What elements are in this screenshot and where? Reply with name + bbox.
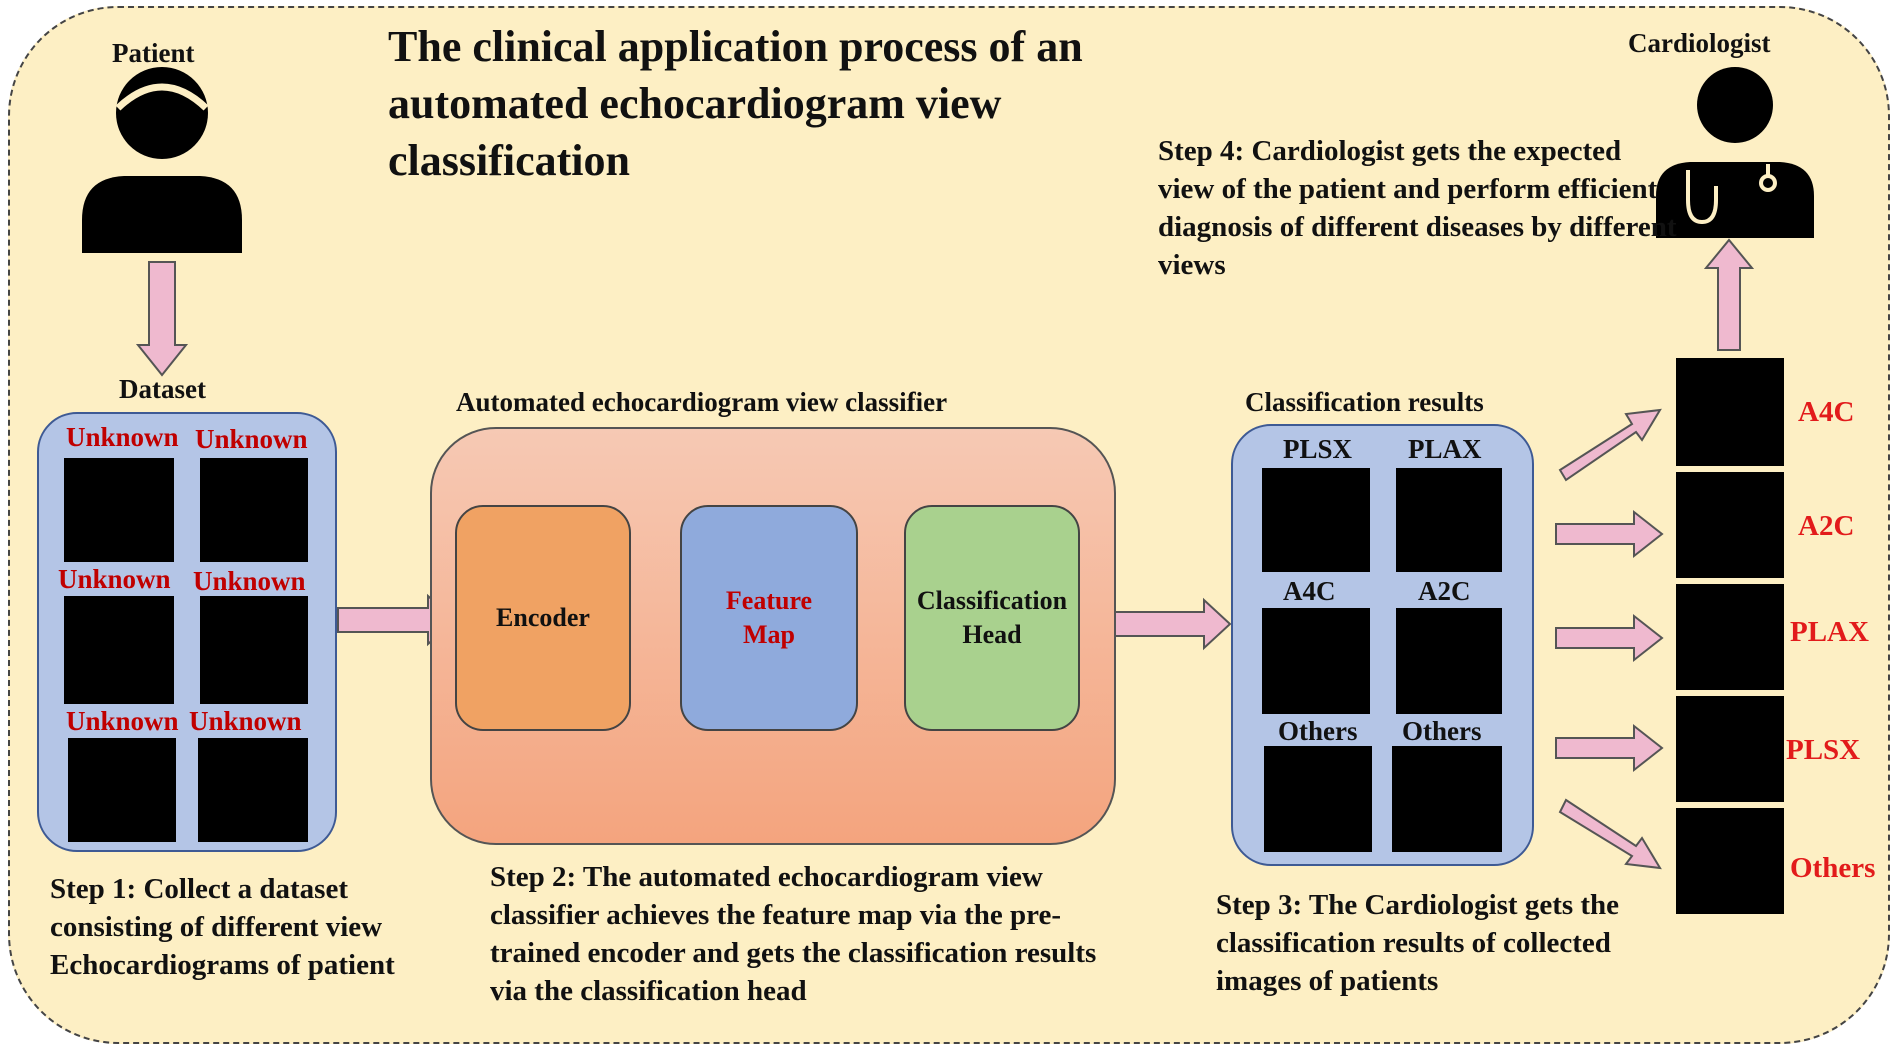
classification-head-box: Classification Head [904, 505, 1080, 731]
patient-label: Patient [112, 38, 195, 68]
output-view-label: PLSX [1786, 734, 1861, 766]
encoder-label: Encoder [496, 603, 590, 632]
result-tile-label: Others [1402, 716, 1482, 746]
dataset-tile-label: Unknown [195, 424, 308, 454]
step3-text: Step 3: The Cardiologist gets the classi… [1216, 889, 1620, 997]
dataset-tile-label: Unknown [193, 566, 306, 596]
feature-map-label: Feature Map [725, 586, 813, 649]
echo-image [1392, 746, 1502, 852]
dataset-tile-label: Unknown [66, 706, 179, 736]
echo-image [1262, 608, 1370, 714]
echo-image [1676, 696, 1784, 802]
step2-text: Step 2: The automated echocardiogram vie… [490, 861, 1097, 1007]
result-tile-label: PLSX [1283, 434, 1353, 464]
echo-image [1264, 746, 1372, 852]
diagram-title: The clinical application process of an a… [388, 22, 1083, 185]
results-label: Classification results [1245, 387, 1484, 417]
echo-image [1396, 468, 1502, 572]
classifier-label: Automated echocardiogram view classifier [456, 387, 948, 417]
results-to-outputs-arrows [1555, 408, 1664, 870]
dataset-tile-label: Unknown [189, 706, 302, 736]
echo-image [1676, 808, 1784, 914]
echo-image [1396, 608, 1502, 714]
dataset-tile-label: Unknown [66, 422, 179, 452]
dataset-label: Dataset [119, 374, 206, 404]
output-view-label: Others [1790, 852, 1876, 884]
echo-image [200, 458, 308, 562]
outputs-to-cardiologist-arrow [1703, 238, 1755, 351]
echo-image [64, 458, 174, 562]
result-tile-label: A2C [1418, 576, 1471, 606]
dataset-tile-label: Unknown [58, 564, 171, 594]
result-tile-label: A4C [1283, 576, 1336, 606]
patient-icon [82, 67, 242, 253]
classification-head-label: Classification Head [916, 586, 1068, 649]
step4-text: Step 4: Cardiologist gets the expected v… [1158, 135, 1677, 281]
patient-to-dataset-arrow [135, 261, 189, 377]
cardiologist-icon [1656, 67, 1814, 238]
feature-map-box: Feature Map [680, 505, 858, 731]
echo-image [68, 738, 176, 842]
echo-image [1676, 358, 1784, 466]
echo-image [1676, 472, 1784, 578]
echo-image [1262, 468, 1370, 572]
cardiologist-label: Cardiologist [1628, 28, 1771, 58]
output-view-label: PLAX [1790, 616, 1869, 648]
result-tile-label: Others [1278, 716, 1358, 746]
echo-image [64, 596, 174, 704]
result-tile-label: PLAX [1408, 434, 1482, 464]
echo-image [1676, 584, 1784, 690]
encoder-box: Encoder [455, 505, 631, 731]
echo-image [200, 596, 308, 704]
echo-image [198, 738, 308, 842]
step1-text: Step 1: Collect a dataset consisting of … [50, 873, 395, 981]
output-view-label: A4C [1798, 396, 1855, 428]
output-view-label: A2C [1798, 510, 1855, 542]
